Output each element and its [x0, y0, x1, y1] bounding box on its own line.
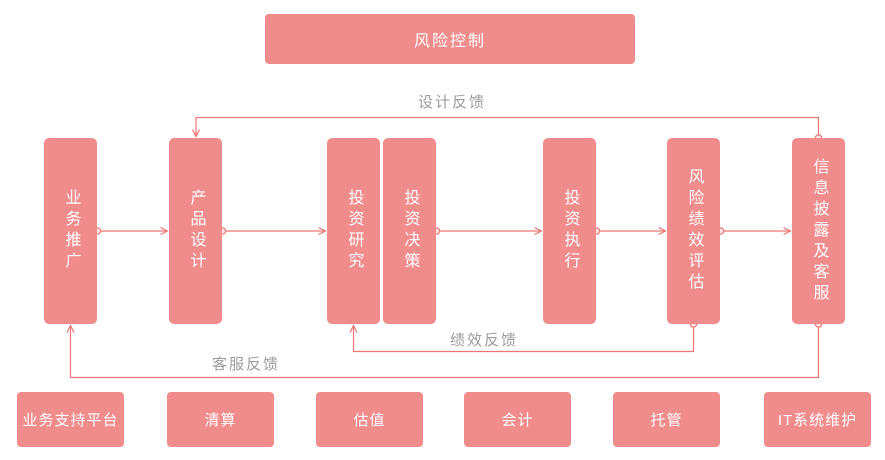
node-it-maintenance-label: IT系统维护 — [777, 412, 858, 429]
node-business-promotion-label: 业务推广 — [62, 189, 80, 273]
node-business-support-platform-label: 业务支持平台 — [22, 412, 119, 429]
node-risk-performance-evaluation-label: 风险绩效评估 — [685, 168, 703, 294]
node-info-disclosure-service-label: 信息披露及客服 — [810, 157, 828, 305]
connector-design-feedback — [196, 116, 820, 137]
node-info-disclosure-service: 信息披露及客服 — [792, 138, 845, 324]
node-investment-decision-label: 投资决策 — [401, 189, 419, 273]
node-clearing-label: 清算 — [204, 412, 237, 429]
design-feedback-label: 设计反馈 — [417, 94, 486, 111]
node-business-support-platform: 业务支持平台 — [17, 392, 124, 447]
node-custody-label: 托管 — [650, 412, 683, 429]
service-feedback-label: 客服反馈 — [211, 356, 280, 373]
node-valuation: 估值 — [316, 392, 423, 447]
node-business-promotion: 业务推广 — [44, 138, 97, 324]
performance-feedback-label: 绩效反馈 — [449, 332, 518, 349]
node-it-maintenance: IT系统维护 — [764, 392, 871, 447]
node-product-design-label: 产品设计 — [187, 189, 205, 273]
connector-service-feedback — [71, 326, 820, 379]
node-investment-decision: 投资决策 — [383, 138, 436, 324]
node-risk-control-label: 风险控制 — [413, 33, 486, 50]
node-custody: 托管 — [613, 392, 720, 447]
node-accounting: 会计 — [464, 392, 571, 447]
node-risk-performance-evaluation: 风险绩效评估 — [667, 138, 720, 324]
node-investment-research-label: 投资研究 — [345, 189, 363, 273]
node-investment-execution-label: 投资执行 — [561, 189, 579, 273]
node-clearing: 清算 — [167, 392, 274, 447]
node-investment-research: 投资研究 — [327, 138, 380, 324]
connector-performance-feedback — [354, 326, 695, 353]
node-risk-control: 风险控制 — [265, 14, 635, 64]
node-investment-execution: 投资执行 — [543, 138, 596, 324]
node-accounting-label: 会计 — [501, 412, 534, 429]
node-valuation-label: 估值 — [353, 412, 386, 429]
node-product-design: 产品设计 — [169, 138, 222, 324]
